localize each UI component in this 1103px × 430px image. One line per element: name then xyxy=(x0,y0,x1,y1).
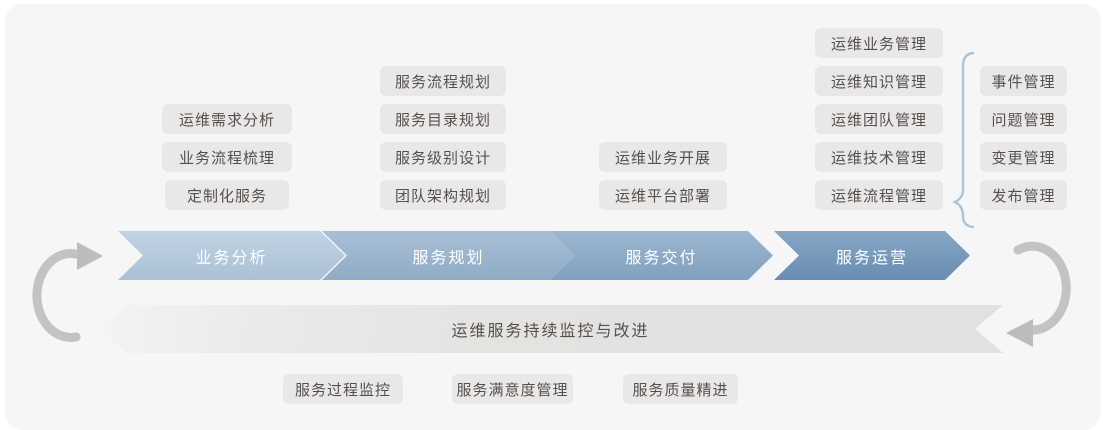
delivery-item: 运维平台部署 xyxy=(599,180,727,210)
process-item: 变更管理 xyxy=(980,142,1067,172)
operation-item: 运维知识管理 xyxy=(815,66,943,96)
monitor-item: 服务满意度管理 xyxy=(452,374,573,404)
stage-chevron-service-operation: 服务运营 xyxy=(774,231,970,280)
operation-item: 运维技术管理 xyxy=(815,142,943,172)
monitor-item: 服务质量精进 xyxy=(623,374,738,404)
analysis-item: 运维需求分析 xyxy=(162,104,292,134)
curly-brace-icon xyxy=(952,51,975,229)
operation-item: 运维团队管理 xyxy=(815,104,943,134)
process-item: 问题管理 xyxy=(980,104,1067,134)
delivery-item: 运维业务开展 xyxy=(599,142,727,172)
stage-chevron-service-planning: 服务规划 xyxy=(322,231,575,280)
operation-item: 运维业务管理 xyxy=(815,28,943,58)
planning-item: 服务流程规划 xyxy=(380,66,506,96)
monitor-item: 服务过程监控 xyxy=(283,374,403,404)
stage-label: 服务规划 xyxy=(412,249,485,267)
monitor-band-label: 运维服务持续监控与改进 xyxy=(451,323,650,340)
analysis-item: 业务流程梳理 xyxy=(162,142,292,172)
stage-chevron-business-analysis: 业务分析 xyxy=(118,231,345,280)
stage-label: 服务运营 xyxy=(835,249,908,267)
process-item: 发布管理 xyxy=(980,180,1067,210)
planning-item: 服务级别设计 xyxy=(380,142,506,172)
monitor-band: 运维服务持续监控与改进 xyxy=(98,305,1003,353)
process-item: 事件管理 xyxy=(980,66,1067,96)
planning-item: 团队架构规划 xyxy=(380,180,506,210)
planning-item: 服务目录规划 xyxy=(380,104,506,134)
stage-label: 服务交付 xyxy=(625,249,698,267)
cycle-arrow-right-icon xyxy=(1006,241,1071,347)
operation-item: 运维流程管理 xyxy=(815,180,943,210)
stage-label: 业务分析 xyxy=(195,249,268,267)
cycle-arrow-left-icon xyxy=(32,242,103,342)
stage-chevron-service-delivery: 服务交付 xyxy=(550,231,773,280)
analysis-item: 定制化服务 xyxy=(165,180,289,210)
